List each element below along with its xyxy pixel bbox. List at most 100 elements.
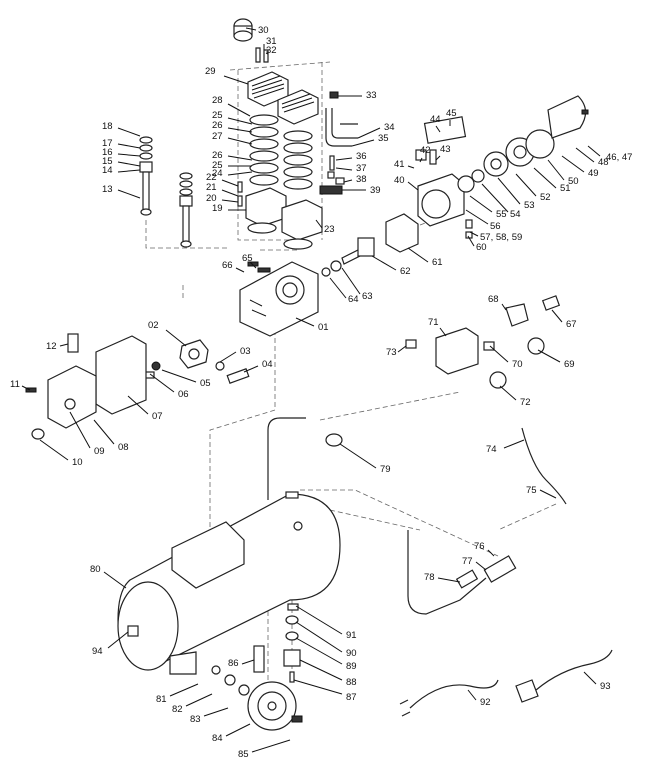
callout-label-29: 29 [205, 66, 216, 77]
air-tank-group [117, 417, 343, 675]
callout-label-25: 25 [212, 160, 223, 171]
leader-line-80 [103, 571, 127, 589]
leader-line-20 [221, 199, 239, 203]
gauge-left [489, 371, 507, 389]
callout-label-15: 15 [102, 156, 113, 167]
callout-label-25: 25 [212, 110, 223, 121]
callout-label-54: 54 [510, 209, 521, 220]
callout-labels: 3031322933343528252627262524222120192336… [10, 25, 632, 760]
leader-line-26 [227, 155, 253, 161]
leader-line-30 [245, 27, 257, 31]
callout-label-44: 44 [430, 114, 441, 125]
callout-label-73: 73 [386, 347, 397, 358]
callout-label-13: 13 [102, 184, 113, 195]
leader-line-57-58-59 [469, 231, 479, 237]
callout-label-92: 92 [480, 697, 491, 708]
callout-label-74: 74 [486, 444, 497, 455]
motor-group [321, 95, 589, 277]
callout-label-01: 01 [318, 322, 329, 333]
callout-label-75: 75 [526, 485, 537, 496]
callout-label-55: 55 [496, 209, 507, 220]
callout-label-76: 76 [474, 541, 485, 552]
leader-line-63 [341, 267, 361, 295]
callout-label-38: 38 [356, 174, 367, 185]
leader-line-40 [407, 181, 419, 191]
leader-line-21 [221, 189, 239, 197]
callout-label-30: 30 [258, 25, 269, 36]
leader-line-64 [329, 277, 347, 299]
leader-line-79 [339, 443, 377, 469]
callout-label-94: 94 [92, 646, 103, 657]
callout-label-78: 78 [424, 572, 435, 583]
callout-label-69: 69 [564, 359, 575, 370]
leader-line-48 [575, 147, 595, 163]
bleed-hose [521, 427, 567, 505]
callout-label-45: 45 [446, 108, 457, 119]
callout-label-11: 11 [10, 379, 20, 390]
power-cord-long [535, 649, 613, 691]
leader-line-77 [475, 561, 487, 571]
pressure-switch [435, 327, 479, 375]
callout-label-85: 85 [238, 749, 249, 760]
leader-line-06 [149, 373, 175, 393]
callout-label-84: 84 [212, 733, 223, 744]
pressure-switch-group [405, 295, 561, 389]
callout-label-43: 43 [440, 144, 451, 155]
callout-label-80: 80 [90, 564, 101, 575]
callout-label-23: 23 [324, 224, 335, 235]
leader-line-51 [533, 167, 557, 189]
connecting-rod-left [139, 136, 153, 216]
fan-cover [547, 95, 587, 139]
leader-line-90 [295, 621, 343, 653]
callout-label-49: 49 [588, 168, 599, 179]
callout-label-36: 36 [356, 151, 367, 162]
leader-line-71 [439, 327, 447, 337]
leader-line-75 [539, 489, 557, 499]
callout-label-20: 20 [206, 193, 217, 204]
valve-plate-stack-right [283, 130, 313, 190]
leader-line-91 [295, 605, 343, 635]
cylinder-right [281, 199, 323, 241]
terminal-cover [423, 116, 467, 144]
leader-line-49 [561, 155, 585, 173]
callout-label-21: 21 [206, 182, 217, 193]
callout-label-24: 24 [212, 168, 223, 179]
callout-label-64: 64 [348, 294, 359, 305]
power-cord-short [409, 679, 499, 709]
leader-line-92 [467, 689, 477, 701]
leader-line-74 [503, 439, 525, 449]
leader-line-17 [117, 143, 141, 149]
leader-line-07 [127, 395, 149, 415]
callout-label-04: 04 [262, 359, 273, 370]
drain-valve [253, 645, 265, 673]
callout-label-56: 56 [490, 221, 501, 232]
leader-line-56 [465, 209, 489, 225]
delivery-pipe [407, 530, 487, 615]
callout-label-31: 31 [266, 36, 277, 47]
leader-line-81 [169, 683, 199, 697]
side-plate-gasket [95, 335, 147, 415]
callout-label-81: 81 [156, 694, 167, 705]
callout-label-37: 37 [356, 163, 367, 174]
leader-line-32 [265, 52, 269, 55]
callout-label-87: 87 [346, 692, 357, 703]
callout-label-93: 93 [600, 681, 611, 692]
callout-label-10: 10 [72, 457, 83, 468]
oil-cover [47, 365, 97, 429]
regulator [505, 303, 529, 327]
leader-line-50 [547, 159, 565, 181]
callout-label-66: 66 [222, 260, 233, 271]
leader-line-70 [489, 345, 509, 363]
callout-label-65: 65 [242, 253, 253, 264]
leader-line-05 [161, 369, 197, 383]
callout-label-14: 14 [102, 165, 113, 176]
callout-label-39: 39 [370, 185, 381, 196]
gauge-right [527, 337, 545, 355]
leader-line-28 [227, 103, 251, 117]
callout-label-46-47: 46, 47 [606, 152, 632, 163]
power-cords-group [399, 649, 613, 717]
leader-line-43 [435, 155, 441, 161]
callout-label-03: 03 [240, 346, 251, 357]
leader-line-09 [69, 411, 91, 449]
